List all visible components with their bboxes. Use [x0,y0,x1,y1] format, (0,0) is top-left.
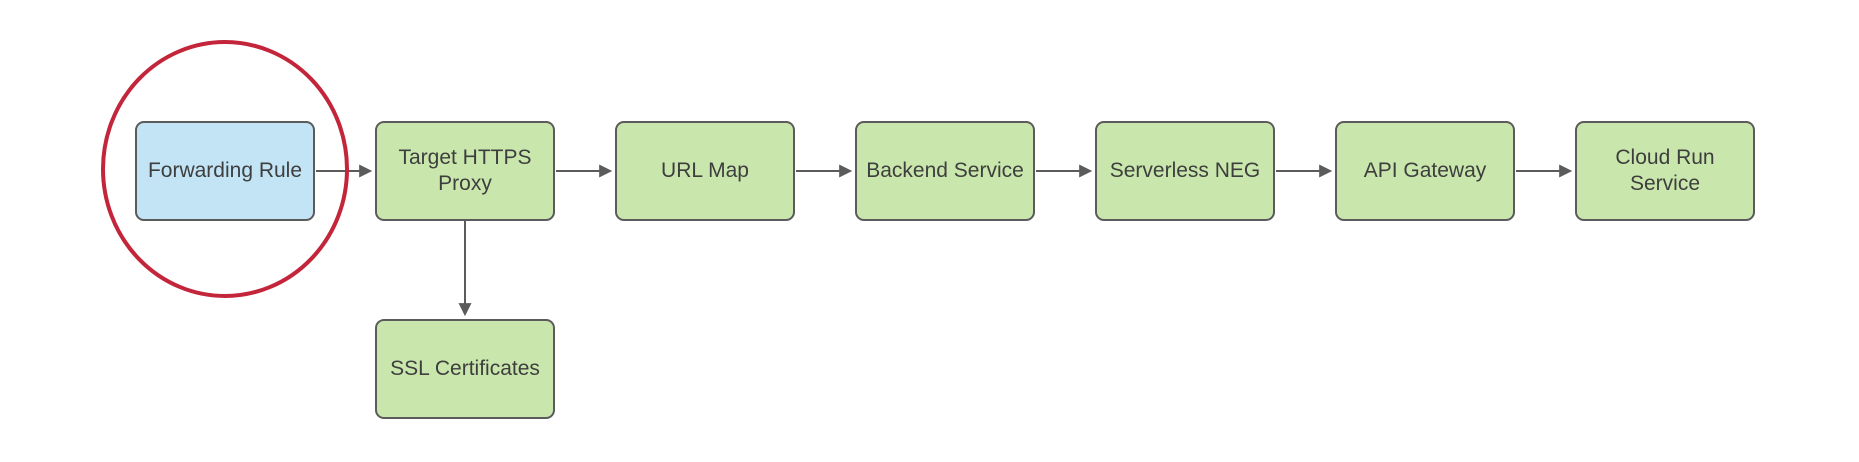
node-forwarding-rule-label: Forwarding Rule [147,159,303,183]
node-cloud-run-service[interactable]: Cloud Run Service [1575,121,1755,221]
node-target-https-proxy-label: Target HTTPS Proxy [398,146,532,195]
node-ssl-certificates-label: SSL Certificates [390,357,540,381]
node-forwarding-rule[interactable]: Forwarding Rule [135,121,315,221]
node-serverless-neg[interactable]: Serverless NEG [1095,121,1275,221]
node-cloud-run-service-label: Cloud Run Service [1615,146,1715,195]
node-backend-service[interactable]: Backend Service [855,121,1035,221]
node-url-map[interactable]: URL Map [615,121,795,221]
node-backend-service-label: Backend Service [866,159,1024,183]
node-url-map-label: URL Map [661,159,749,183]
node-ssl-certificates[interactable]: SSL Certificates [375,319,555,419]
node-api-gateway-label: API Gateway [1363,159,1487,183]
node-api-gateway[interactable]: API Gateway [1335,121,1515,221]
node-serverless-neg-label: Serverless NEG [1109,159,1261,183]
node-target-https-proxy[interactable]: Target HTTPS Proxy [375,121,555,221]
